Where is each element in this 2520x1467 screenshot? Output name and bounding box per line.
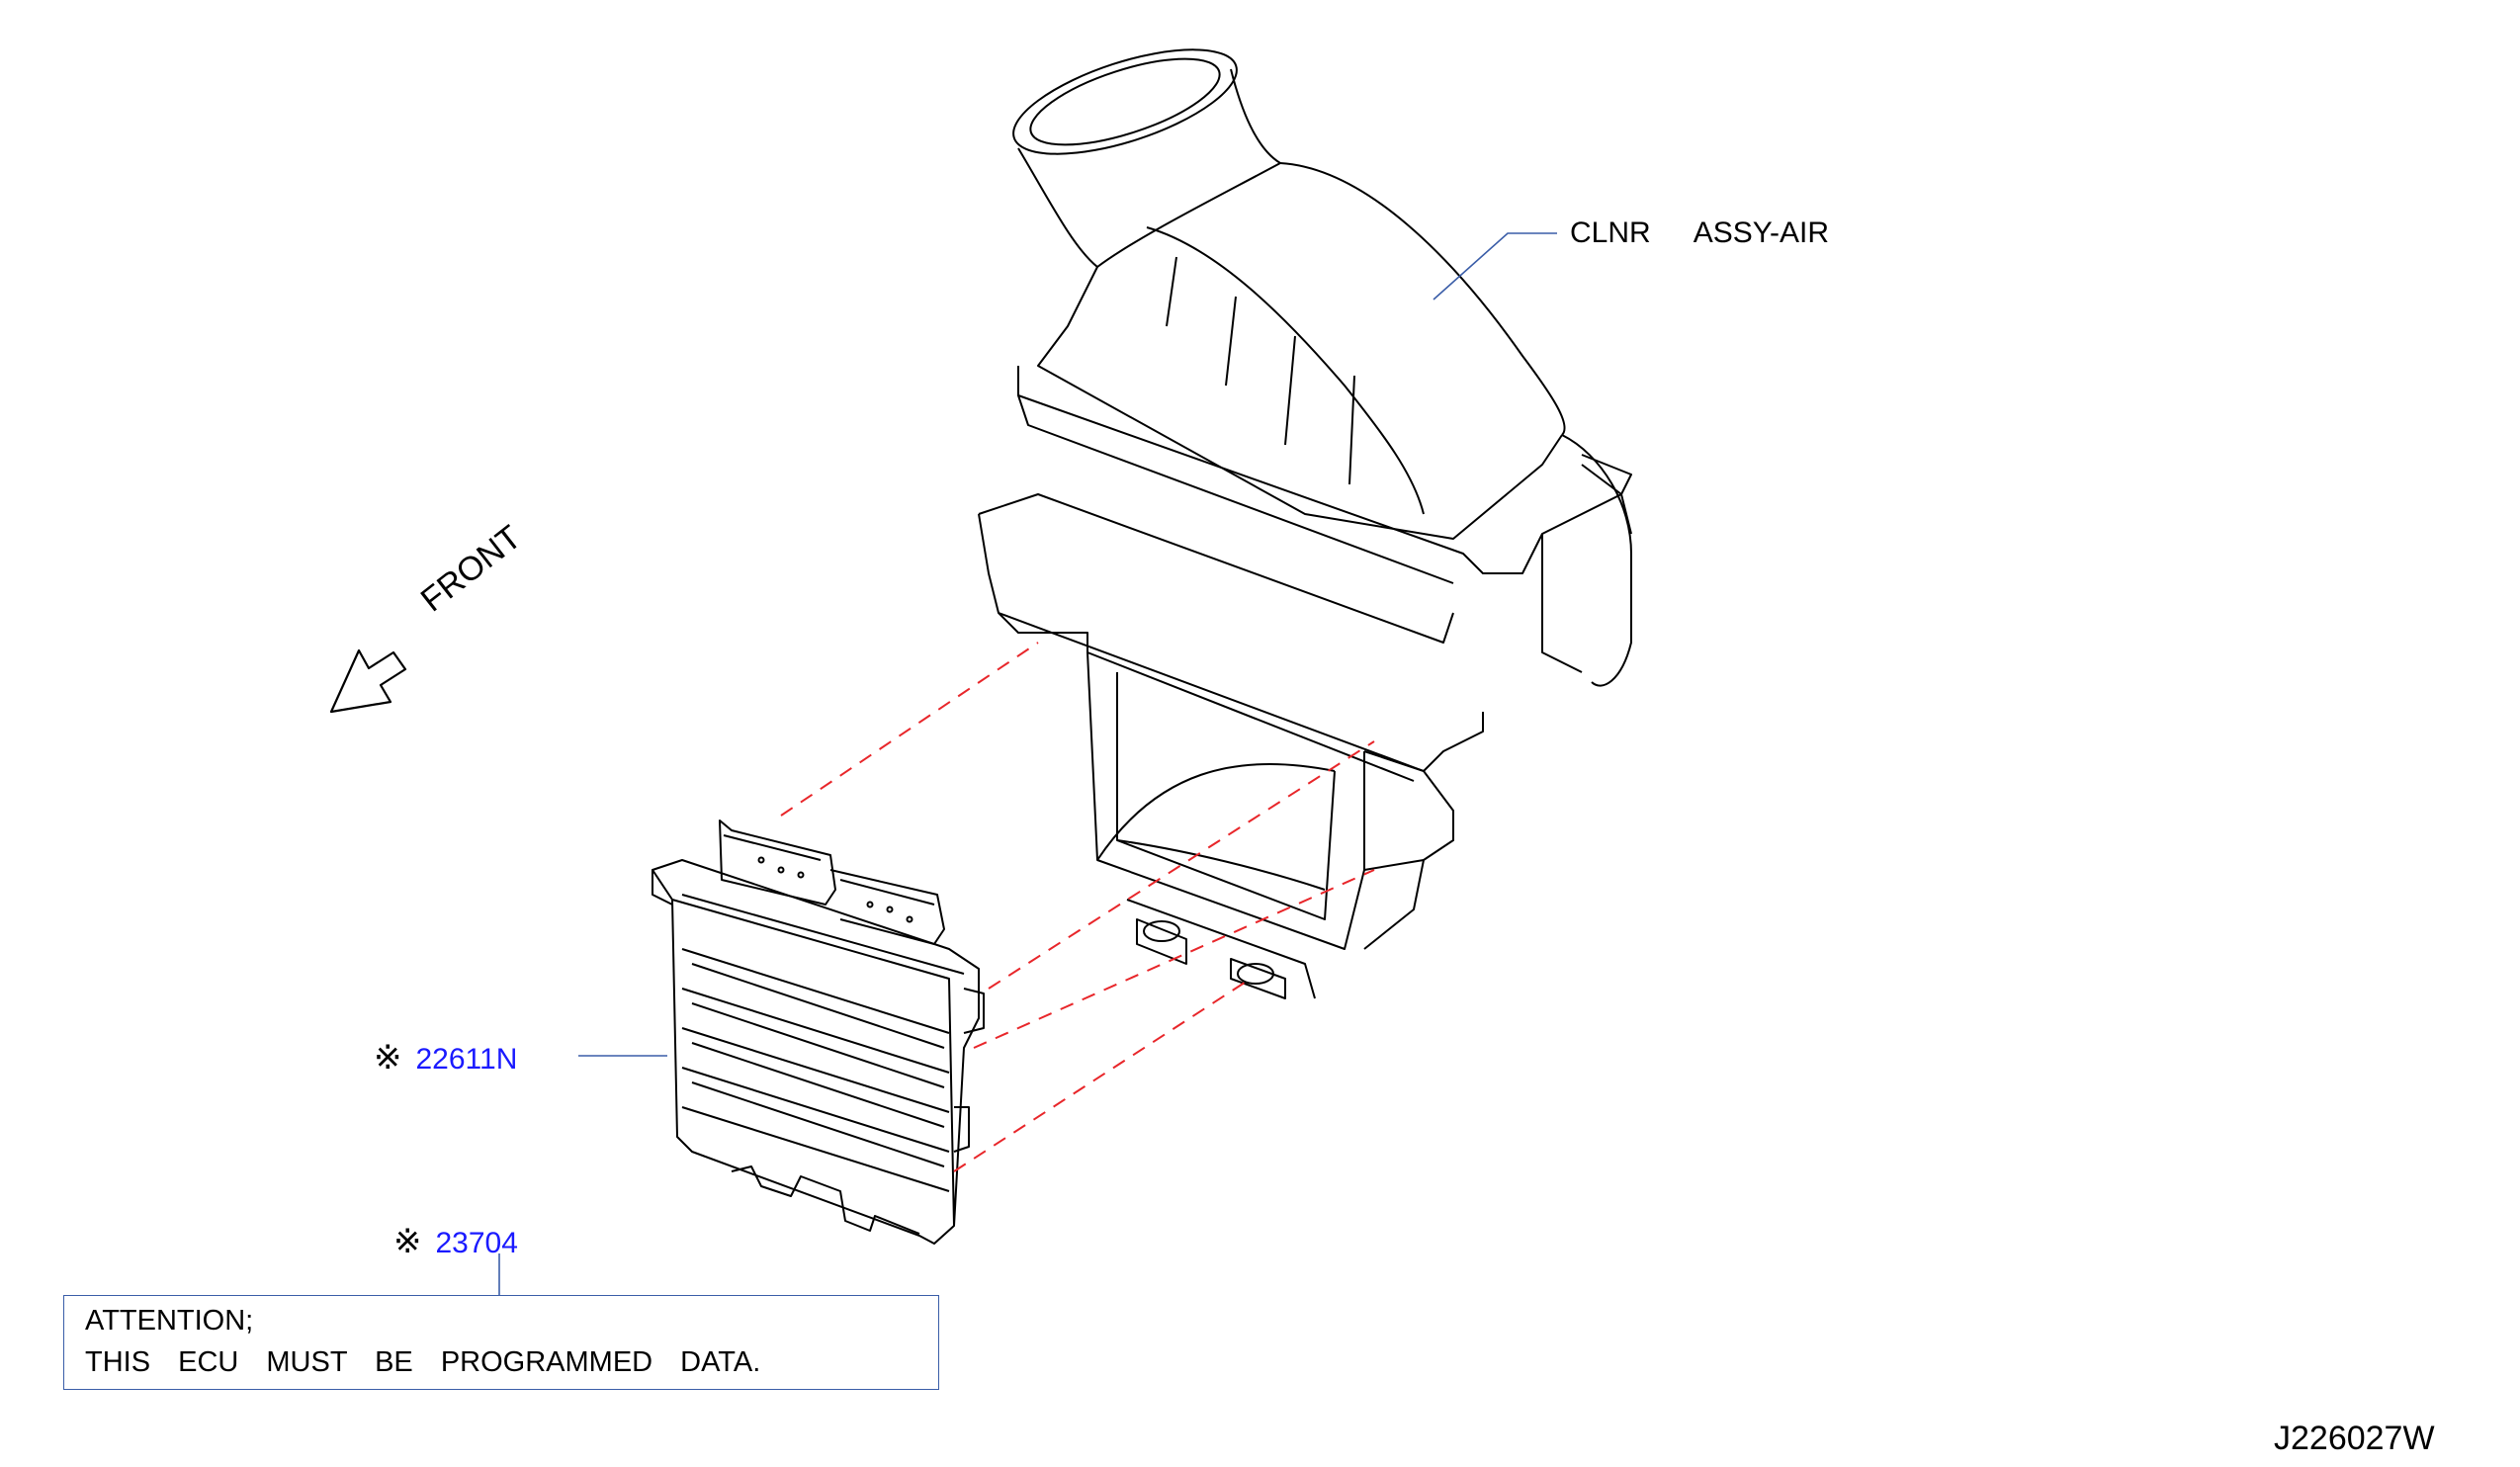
software-part-callout: ※ 23704 (393, 1225, 518, 1258)
attention-box (63, 1295, 939, 1390)
attention-heading: ATTENTION; (85, 1305, 254, 1337)
air-cleaner-assembly-drawing (978, 48, 1632, 999)
reference-mark-icon: ※ (374, 1039, 402, 1077)
software-part-number[interactable]: 23704 (435, 1227, 518, 1259)
dashed-guide-lines (780, 642, 1375, 1172)
attention-message: THIS ECU MUST BE PROGRAMMED DATA. (85, 1346, 761, 1378)
reference-mark-icon: ※ (393, 1223, 422, 1260)
ecu-drawing (652, 820, 985, 1245)
figure-code: J226027W (2274, 1420, 2435, 1457)
front-arrow-icon (329, 648, 407, 714)
ecu-part-callout: ※ 22611N (374, 1041, 517, 1075)
ecu-part-number[interactable]: 22611N (415, 1043, 518, 1076)
leader-lines (498, 232, 1557, 1295)
air-cleaner-label: CLNR ASSY-AIR (1570, 216, 1829, 249)
